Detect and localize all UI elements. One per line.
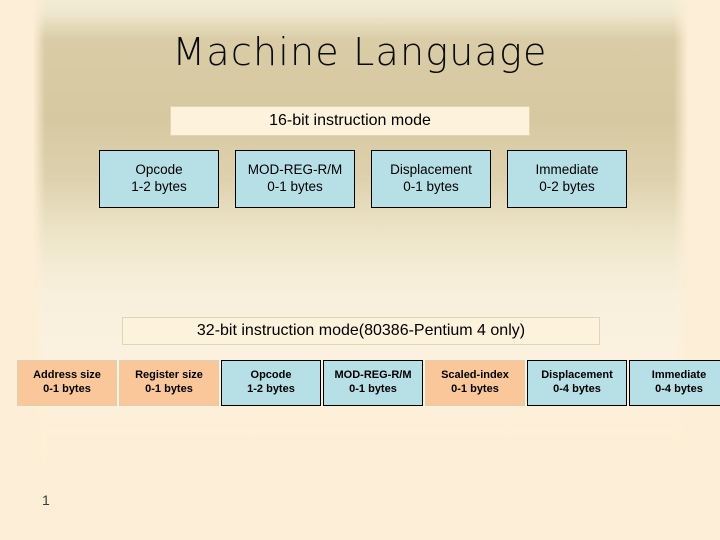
field-size: 0-2 bytes <box>539 179 595 194</box>
field-name: Opcode <box>250 369 292 382</box>
banner-32bit-instruction-mode: 32-bit instruction mode(80386-Pentium 4 … <box>122 317 600 345</box>
field-name: Immediate <box>535 162 599 178</box>
background-panel-fade <box>33 430 688 540</box>
field-name: Address size <box>33 369 101 382</box>
field-size: 0-1 bytes <box>43 383 91 395</box>
field-name: Scaled-index <box>441 369 509 382</box>
field-size: 0-4 bytes <box>655 383 703 395</box>
field-size: 0-1 bytes <box>349 383 397 395</box>
background-panel <box>33 0 688 500</box>
banner-16bit-instruction-mode: 16-bit instruction mode <box>170 106 530 136</box>
field-name: Displacement <box>390 162 472 178</box>
field-size: 1-2 bytes <box>247 383 295 395</box>
field-name: Immediate <box>651 369 707 382</box>
field-name: Displacement <box>541 369 613 382</box>
page-number: 1 <box>42 492 50 508</box>
field-size: 0-1 bytes <box>403 179 459 194</box>
field-size: 1-2 bytes <box>131 179 187 194</box>
field-name: Register size <box>135 369 203 382</box>
field-name: Opcode <box>135 162 183 178</box>
field-size: 0-4 bytes <box>553 383 601 395</box>
field-size: 0-1 bytes <box>267 179 323 194</box>
field-name: MOD-REG-R/M <box>247 162 343 178</box>
field-name: MOD-REG-R/M <box>334 369 412 382</box>
field-size: 0-1 bytes <box>451 383 499 395</box>
field-size: 0-1 bytes <box>145 383 193 395</box>
page-title: Machine Language <box>172 30 548 74</box>
